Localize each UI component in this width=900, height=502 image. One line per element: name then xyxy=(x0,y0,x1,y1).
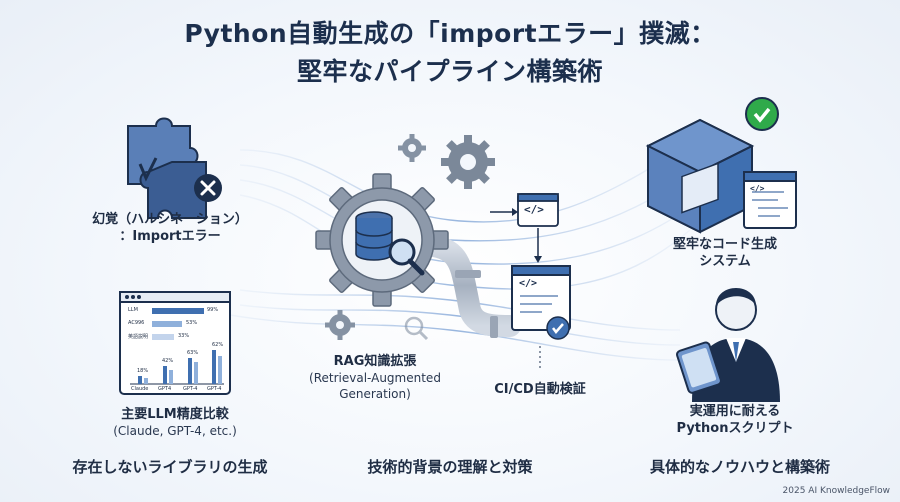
code-window-icon xyxy=(511,265,571,331)
caption-center: 技術的背景の理解と対策 xyxy=(367,458,533,476)
robust-system-label: 堅牢なコード生成 システム xyxy=(640,236,810,270)
mini-col-label: GPT-4 xyxy=(207,386,222,392)
production-script-label: 実運用に耐える Pythonスクリプト xyxy=(640,403,830,437)
page-title-line2: 堅牢なパイプライン構築術 xyxy=(296,57,603,86)
mini-col-label: GPT-4 xyxy=(183,386,198,392)
code-window-icon xyxy=(743,171,797,229)
rag-sub-line1: (Retrieval-Augmented xyxy=(309,371,441,385)
cube-icon xyxy=(645,118,755,234)
error-x-icon xyxy=(194,174,222,202)
mini-bar-value: 33% xyxy=(178,333,190,339)
gear-icon xyxy=(398,134,426,162)
code-glyph: </> xyxy=(519,278,538,289)
code-window-icon xyxy=(517,193,559,227)
hallucination-label-line2: ：Importエラー xyxy=(119,229,221,244)
mini-col-value: 42% xyxy=(162,358,174,364)
mini-bar-value: 53% xyxy=(186,320,198,326)
mini-col-label: Claude xyxy=(131,386,149,392)
rag-sub-line2: Generation) xyxy=(339,387,411,401)
mini-bar-label: 英語説明 xyxy=(128,334,149,340)
llm-chart-subtitle: (Claude, GPT-4, etc.) xyxy=(113,424,237,438)
mini-bar-label: AC996 xyxy=(128,320,145,326)
check-icon xyxy=(745,97,779,131)
mini-col-value: 62% xyxy=(212,342,224,348)
magnifier-icon xyxy=(404,316,429,341)
gear-icon xyxy=(325,310,355,340)
code-glyph: </> xyxy=(524,203,544,216)
caption-left: 存在しないライブラリの生成 xyxy=(72,458,268,476)
page-title-line1: Python自動生成の「importエラー」撲滅： xyxy=(184,19,716,48)
mini-col-value: 18% xyxy=(137,368,149,374)
database-icon xyxy=(355,211,393,261)
hallucination-label: 幻覚（ハルシネーション） ：Importエラー xyxy=(70,211,270,245)
rag-label: RAG知識拡張 xyxy=(333,354,417,369)
code-glyph: </> xyxy=(750,184,765,193)
tablet-icon xyxy=(676,341,722,394)
caption-right: 具体的なノウハウと構築術 xyxy=(649,458,830,476)
magnifier-icon xyxy=(388,238,425,276)
mini-col-value: 63% xyxy=(187,350,199,356)
production-script-line1: 実運用に耐える xyxy=(689,404,781,419)
footer-credit: 2025 AI KnowledgeFlow xyxy=(782,486,890,496)
cicd-label: CI/CD自動検証 xyxy=(494,382,586,397)
pipe xyxy=(409,234,521,338)
gear-icon xyxy=(441,135,495,189)
hallucination-label-line1: 幻覚（ハルシネーション） xyxy=(92,212,248,227)
mini-col-label: GPT4 xyxy=(158,386,172,392)
puzzle-icon xyxy=(127,117,215,219)
mini-chart-card xyxy=(119,291,231,395)
llm-chart-title: 主要LLM精度比較 xyxy=(121,407,229,422)
mini-bar-value: 99% xyxy=(207,307,219,313)
production-script-line2: Pythonスクリプト xyxy=(676,421,794,436)
rag-sub: (Retrieval-Augmented Generation) xyxy=(300,370,450,402)
robust-system-line1: 堅牢なコード生成 xyxy=(672,237,777,252)
robust-system-line2: システム xyxy=(699,254,751,269)
mini-bar-label: LLM xyxy=(128,307,138,313)
check-icon xyxy=(546,316,570,340)
